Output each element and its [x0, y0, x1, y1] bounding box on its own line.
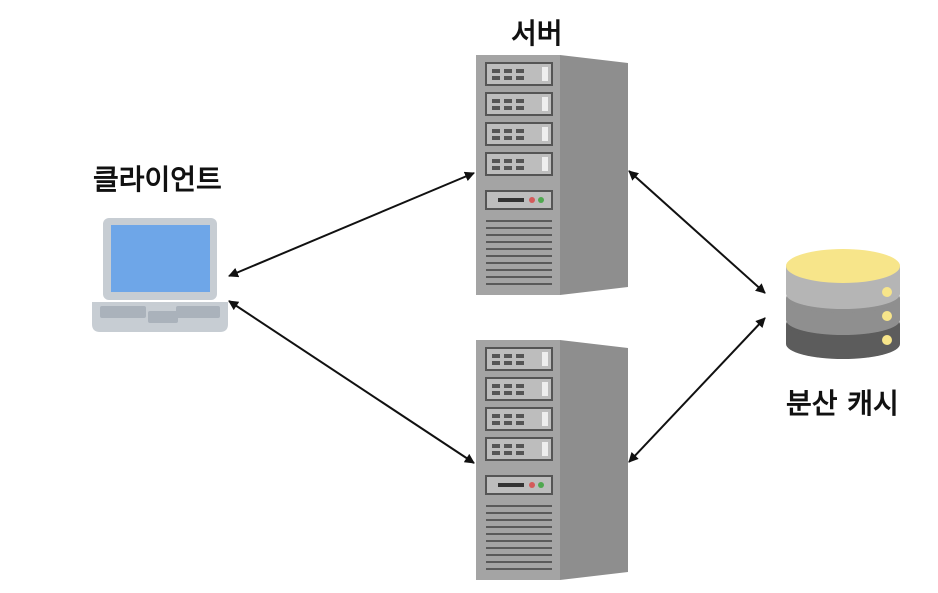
database-icon	[786, 249, 900, 359]
server-icon	[476, 55, 628, 295]
server-label: 서버	[511, 17, 563, 50]
server-icon	[476, 340, 628, 580]
client-server1-arrow	[228, 171, 475, 278]
client-label: 클라이언트	[93, 163, 222, 196]
server1-cache-arrow	[628, 170, 766, 294]
server2-cache-arrow	[628, 317, 766, 463]
client-server2-arrow	[228, 300, 475, 464]
laptop-icon	[92, 218, 228, 332]
cache-label: 분산 캐시	[786, 387, 899, 420]
